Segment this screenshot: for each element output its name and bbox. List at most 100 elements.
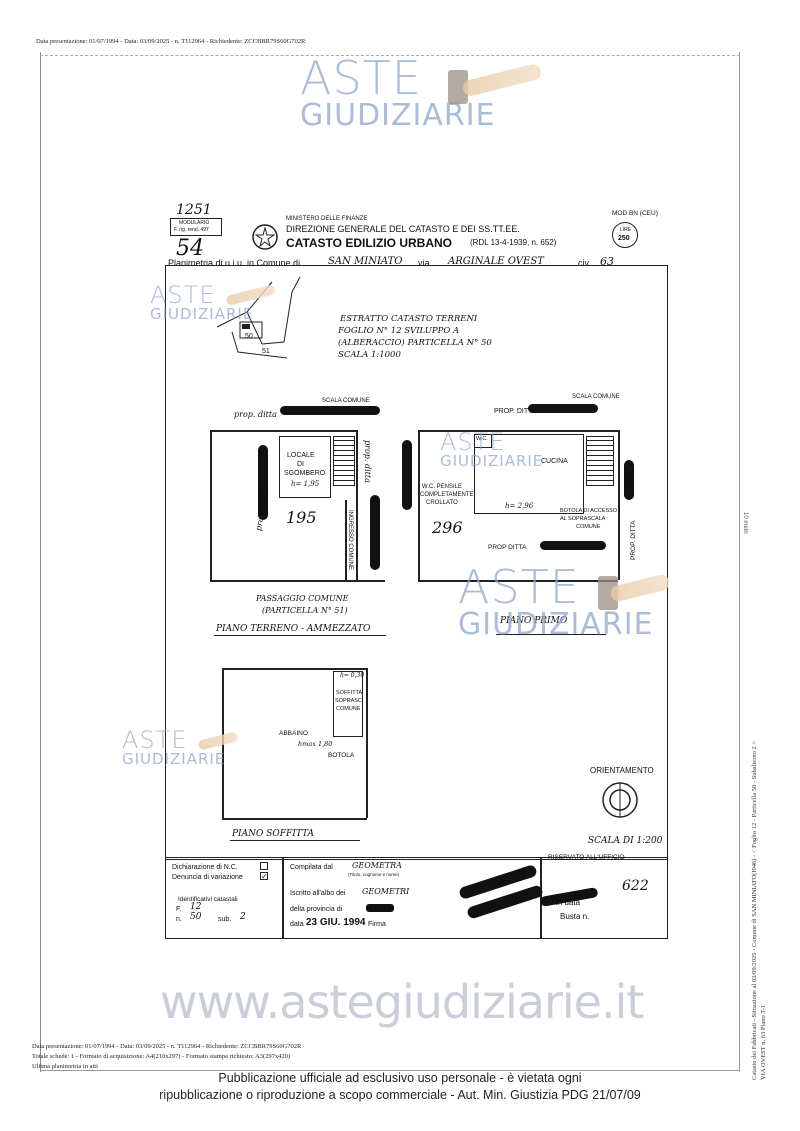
titolo-label: (Titolo, cognome e nome) [348, 872, 400, 877]
busta-label: Busta n. [560, 912, 590, 921]
subalterno-label: sub. [218, 916, 232, 923]
wall [418, 430, 420, 580]
dichiarazione-label: Dichiarazione di N.C. [172, 864, 238, 871]
footer-note-line1: Pubblicazione ufficiale ad esclusivo uso… [218, 1071, 582, 1085]
first-botola-line2: AL SOPRASCALA [560, 516, 606, 522]
watermark-top: ASTE GIUDIZIARIE [300, 55, 496, 131]
in-data-label: in data [556, 898, 581, 907]
watermark-url: www.astegiudiziarie.it [160, 975, 644, 1029]
redaction-bar [624, 460, 634, 500]
presentation-info: Data presentazione: 01/07/1994 - Data: 0… [36, 38, 306, 45]
side-mm-label: 10 metri [742, 512, 748, 534]
bottom-meta-line2: Totale schede: 1 - Formato di acquisizio… [32, 1053, 291, 1060]
wall [210, 430, 358, 432]
extract-line4: SCALA 1:1000 [338, 350, 401, 360]
first-prop-ditta-bottom: PROP DITTA [488, 544, 527, 551]
attic-hmax: hmax 1,80 [298, 740, 333, 748]
first-title-box [496, 624, 606, 635]
extract-line3: (ALBERACCIO) PARTICELLA N° 50 [338, 338, 492, 348]
particella-label: n. [176, 916, 182, 923]
riservato-label: RISERVATO ALL'UFFICIO [548, 854, 625, 861]
orientation-label: ORIENTAMENTO [590, 766, 654, 775]
modulario-label: MODULARIO [179, 220, 210, 226]
plan-frame [165, 265, 668, 860]
hand-number-top: 1251 [176, 202, 212, 218]
room-cucina [474, 434, 584, 514]
civ-value: 63 [600, 255, 614, 268]
wall [418, 430, 618, 432]
redaction-bar [370, 495, 380, 570]
comune-value: SAN MINIATO [328, 256, 403, 267]
particella-value: 50 [190, 912, 202, 922]
subalterno-value: 2 [240, 912, 246, 922]
wall [345, 500, 347, 580]
room-label-cucina: CUCINA [541, 458, 568, 465]
attic-soffitta: SOFFITTA [336, 690, 363, 696]
rdl-label: (RDL 13-4-1939, n. 652) [470, 238, 557, 247]
ground-number-195: 195 [286, 508, 317, 527]
ground-title-box [214, 625, 386, 636]
identificativi-label: Identificativi catastali [178, 896, 238, 903]
gavel-icon [448, 70, 468, 104]
bottom-meta-line3: Ultima planimetria in atti [32, 1063, 98, 1070]
attic-botola: BOTOLA [328, 752, 355, 759]
hand-number-622: 622 [622, 878, 649, 894]
attic-soprasc: SOPRASC. [335, 698, 364, 704]
first-crollato: CROLLATO [426, 500, 458, 506]
first-height: h= 2,96 [505, 502, 534, 510]
iscritto-value: GEOMETRI [362, 887, 410, 896]
side-line1: Catasto dei Fabbricati - Situazione al 0… [751, 740, 758, 1080]
data-value: 23 GIU. 1994 [306, 917, 366, 928]
room-label-wc: W.C. [476, 436, 488, 442]
watermark-line2: GIUDIZIARIE [440, 452, 544, 470]
redaction-bar [258, 445, 268, 520]
planimetria-label: Planimetria di u.i.u. in Comune di [168, 258, 301, 268]
watermark-line1: ASTE [122, 726, 188, 754]
compass-icon [600, 780, 640, 820]
lire-label: LIRE [620, 227, 632, 233]
divider [282, 857, 284, 939]
room-label-locale: LOCALE [287, 452, 315, 459]
attic-h030: h= 0,30 [340, 672, 365, 679]
ground-ingresso-comune: INGRESSO COMUNE [347, 510, 353, 571]
catasto-title: CATASTO EDILIZIO URBANO [286, 236, 452, 250]
attic-comune: COMUNE [336, 706, 361, 712]
ground-prop-ditta: prop. ditta [234, 410, 277, 419]
wall [222, 668, 367, 670]
firma-label: Firma [368, 921, 386, 928]
scale-label: SCALA DI 1:200 [588, 836, 663, 846]
parcel-51-label: 51 [262, 348, 270, 355]
first-scala-comune: SCALA COMUNE [572, 394, 620, 400]
extract-line1: ESTRATTO CATASTO TERRENI [340, 314, 478, 324]
footer-note: Pubblicazione ufficiale ad esclusivo uso… [0, 1070, 800, 1104]
ground-passaggio: PASSAGGIO COMUNE [256, 594, 349, 603]
parcel-50-label: 50 [245, 333, 253, 340]
denuncia-checkbox-checked-icon: ✓ [260, 872, 268, 881]
stairs [333, 436, 355, 486]
room-sgombero [279, 436, 331, 498]
watermark-line1: ASTE [150, 281, 216, 309]
extract-line2: FOGLIO N° 12 SVILUPPO A [338, 326, 460, 336]
denuncia-label: Denuncia di variazione [172, 874, 243, 881]
redaction-bar [528, 404, 598, 413]
stairs [586, 436, 614, 486]
civ-label: civ. [578, 258, 591, 268]
direction-label: DIREZIONE GENERALE DEL CATASTO E DEI SS.… [286, 224, 520, 234]
via-label: via [418, 258, 430, 268]
side-info: Catasto dei Fabbricati - Situazione al 0… [750, 741, 768, 1080]
watermark-line1: ASTE [458, 560, 580, 614]
wall [356, 430, 358, 580]
lire-stamp: LIRE 250 [612, 222, 638, 248]
attic-abbaino: ABBAINO [279, 730, 308, 737]
first-title: PIANO PRIMO [500, 616, 568, 626]
data-label: data [290, 921, 304, 928]
modulario-code: F. rig. rend. 497 [174, 227, 209, 233]
iscritto-label: Iscritto all'albo dei [290, 890, 346, 897]
first-wc-pensile: W.C. PENSILE [422, 484, 463, 490]
mod-label: MOD BN (CEU) [612, 210, 658, 217]
wall [418, 580, 618, 582]
watermark-map: ASTE GIUDIZIARIE [150, 283, 253, 322]
watermark-first: ASTE GIUDIZIARIE [440, 430, 543, 469]
first-completamente: COMPLETAMENTE [420, 492, 474, 498]
ministry-label: MINISTERO DELLE FINANZE [286, 216, 368, 222]
